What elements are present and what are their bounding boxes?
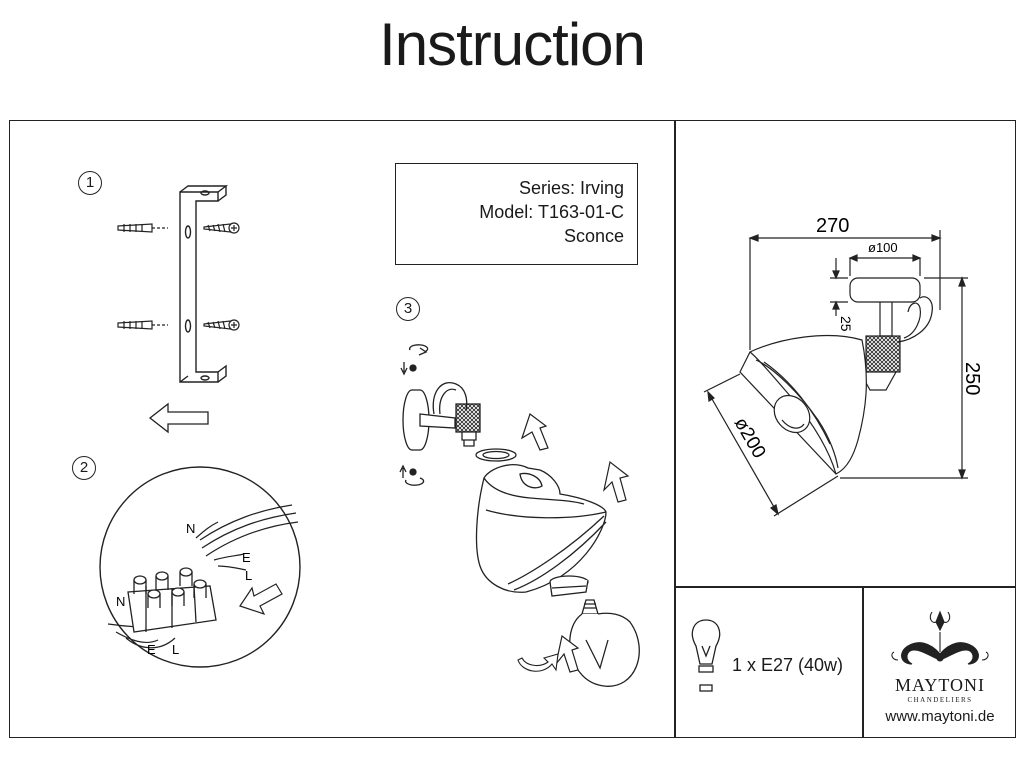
- step-1-marker: 1: [78, 171, 102, 195]
- wall-anchor-icon: [117, 223, 168, 330]
- bulb-icon: [691, 619, 721, 692]
- maytoni-logo-icon: [891, 610, 989, 665]
- dimension-base-height: 25: [838, 316, 854, 332]
- wire-label-n-top: N: [186, 521, 195, 536]
- type-label: Sconce: [563, 226, 624, 246]
- assembly-arrow-icon: [555, 634, 580, 673]
- page-title: Instruction: [379, 11, 646, 78]
- frame-divider-vertical: [674, 120, 676, 738]
- frame-divider-footer: [862, 586, 864, 738]
- frame-divider-horizontal: [674, 586, 1016, 588]
- wire-label-n-bottom: N: [116, 594, 125, 609]
- series-label: Series: Irving: [518, 178, 624, 198]
- wire-label-e-bottom: E: [147, 642, 156, 657]
- mounting-bracket-illustration: [179, 185, 229, 383]
- step-3-marker: 3: [396, 297, 420, 321]
- direction-arrow-left-icon: [148, 402, 209, 434]
- rotate-arrow-icon: [517, 653, 559, 672]
- instruction-frame: [9, 120, 1016, 738]
- dimension-width: 270: [816, 215, 849, 237]
- brand-subtitle: CHANDELIERS: [907, 696, 973, 704]
- assembly-illustration: [399, 344, 640, 687]
- brand-website-link[interactable]: www.maytoni.de: [885, 708, 995, 725]
- wire-label-e-top: E: [242, 550, 251, 565]
- dimension-drawing: [703, 230, 968, 517]
- dimension-height: 250: [961, 362, 983, 395]
- wiring-arrow-icon: [239, 583, 283, 616]
- step-2-marker: 2: [72, 456, 96, 480]
- model-label: Model: T163-01-C: [479, 202, 624, 222]
- assembly-arrow-icon: [602, 460, 630, 503]
- screw-icon: [203, 222, 240, 331]
- wire-label-l-top: L: [245, 568, 252, 583]
- wiring-detail-illustration: [99, 466, 301, 668]
- bulb-spec: 1 x E27 (40w): [732, 655, 844, 675]
- dimension-base-diameter: ø100: [868, 240, 898, 255]
- product-info-box: Series: Irving Model: T163-01-C Sconce: [395, 163, 638, 265]
- dimension-shade-diameter: ø200: [730, 414, 770, 462]
- wire-label-l-bottom: L: [172, 642, 179, 657]
- assembly-arrow-icon: [520, 413, 549, 451]
- brand-name: MAYTONI: [894, 675, 985, 695]
